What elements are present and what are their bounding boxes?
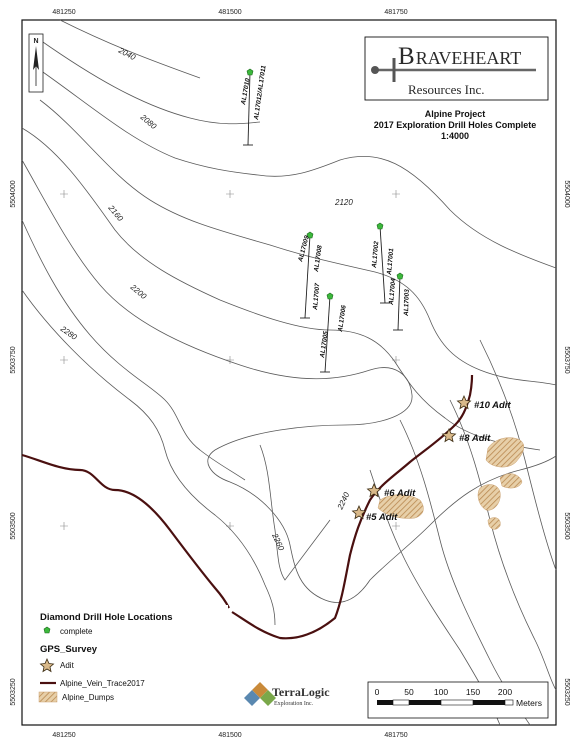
drill-hole-label-al17006: AL17006 [337, 304, 348, 333]
legend-dumps-swatch-icon [38, 691, 58, 703]
braveheart-logo-box: BRAVEHEART Resources Inc. [364, 36, 549, 101]
contour-label-2120: 2120 [334, 198, 353, 207]
terralogic-logo: TerraLogic Exploration Inc. [244, 682, 330, 707]
drill-holes: AL17010 AL17012/AL17011 AL17009 AL17008 … [240, 65, 411, 373]
north-arrow-icon [33, 46, 39, 70]
scale-tick-50: 50 [404, 687, 414, 697]
drill-hole-label-al17008: AL17008 [313, 244, 324, 273]
logo-subtitle: Resources Inc. [408, 82, 485, 97]
legend-drill-marker-icon [43, 626, 51, 634]
legend-vein-item: Alpine_Vein_Trace2017 [60, 679, 145, 688]
terralogic-name: TerraLogic [272, 685, 330, 699]
easting-bottom-3: 481750 [384, 732, 407, 739]
legend: Diamond Drill Hole Locations complete GP… [33, 605, 228, 718]
sword-icon [371, 58, 536, 82]
drill-hole-labels: AL17010 AL17012/AL17011 AL17009 AL17008 … [240, 65, 411, 360]
scale-tick-200: 200 [498, 687, 512, 697]
easting-top-3: 481750 [384, 9, 407, 16]
legend-drill-item: complete [60, 627, 93, 636]
legend-gps-title: GPS_Survey [40, 644, 98, 655]
drill-hole-label-al17010: AL17010 [240, 77, 252, 106]
drill-hole-marker-al17010 [246, 68, 254, 76]
drill-hole-marker-al17002 [376, 222, 384, 230]
project-subtitle: 2017 Exploration Drill Holes Complete [374, 120, 537, 130]
drill-hole-label-al17004: AL17004 [388, 278, 397, 307]
drill-hole-marker-al17004 [396, 272, 404, 280]
northing-right-4: 5503250 [563, 678, 570, 705]
adit-star-6 [366, 483, 382, 498]
drill-hole-label-al17005: AL17005 [319, 330, 330, 359]
legend-adit-star-icon [39, 658, 55, 673]
drill-hole-label-al17002: AL17002 [371, 241, 380, 270]
adit-label-8: #8 Adit [459, 433, 491, 444]
easting-bottom-1: 481250 [52, 732, 75, 739]
drill-hole-label-al17007: AL17007 [312, 283, 321, 312]
adit-label-6: #6 Adit [384, 488, 416, 499]
map-scale-ratio: 1:4000 [441, 131, 469, 141]
adit-star-5 [351, 505, 367, 520]
northing-left-4: 5503250 [10, 678, 17, 705]
coordinate-labels: 481250 481500 481750 481250 481500 48175… [10, 9, 570, 739]
scale-tick-0: 0 [375, 687, 380, 697]
northing-right-3: 5503500 [563, 512, 570, 539]
legend-drill-title: Diamond Drill Hole Locations [40, 612, 173, 623]
scale-unit: Meters [516, 698, 542, 708]
northing-left-2: 5503750 [10, 346, 17, 373]
adit-star-8 [441, 428, 457, 443]
scale-tick-150: 150 [466, 687, 480, 697]
legend-gps-item: Adit [60, 661, 75, 670]
north-arrow-label: N [33, 38, 38, 45]
drill-hole-marker-al17007 [326, 292, 334, 300]
drill-hole-marker-al17009 [306, 231, 314, 239]
legend-dumps-item: Alpine_Dumps [62, 693, 114, 702]
alpine-dumps-polygons [377, 437, 525, 530]
easting-bottom-2: 481500 [218, 732, 241, 739]
northing-left-1: 5504000 [10, 180, 17, 207]
scale-tick-100: 100 [434, 687, 448, 697]
drill-hole-label-al17001: AL17001 [386, 248, 395, 277]
logo-title: BRAVEHEART [398, 43, 521, 70]
project-title: Alpine Project [425, 109, 486, 119]
northing-right-2: 5503750 [563, 346, 570, 373]
adit-label-10: #10 Adit [474, 400, 511, 411]
easting-top-2: 481500 [218, 9, 241, 16]
adits: #10 Adit #8 Adit #6 Adit #5 Adit [351, 395, 511, 523]
northing-left-3: 5503500 [10, 512, 17, 539]
title-block: Alpine Project 2017 Exploration Drill Ho… [374, 109, 537, 141]
drill-hole-traces [243, 71, 403, 373]
terralogic-diamond-icon [244, 682, 276, 706]
north-arrow: N [28, 33, 44, 93]
scale-bar: 0 50 100 150 200 Meters [367, 681, 549, 719]
grid-crosses [60, 190, 400, 530]
northing-right-1: 5504000 [563, 180, 570, 207]
drill-hole-label-al17003: AL17003 [403, 289, 411, 317]
easting-top-1: 481250 [52, 9, 75, 16]
adit-label-5: #5 Adit [366, 512, 398, 523]
terralogic-sub: Exploration Inc. [274, 701, 313, 707]
contour-lines [21, 19, 557, 726]
drill-hole-markers [246, 68, 404, 300]
adit-star-10 [456, 395, 472, 410]
